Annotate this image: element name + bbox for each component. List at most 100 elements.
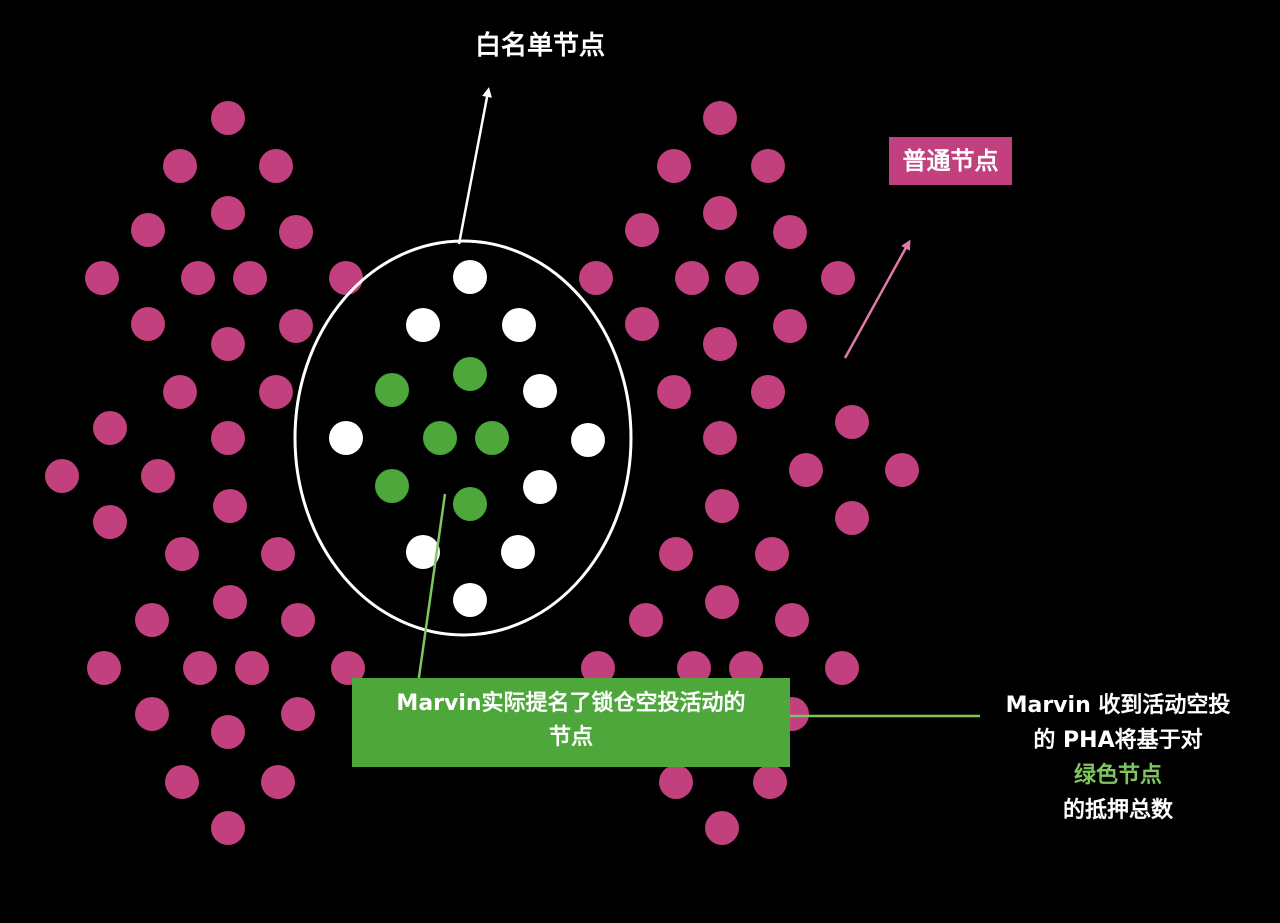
whitelist-node bbox=[406, 308, 440, 342]
normal-node bbox=[329, 261, 363, 295]
normal-node bbox=[659, 765, 693, 799]
normal-node bbox=[131, 213, 165, 247]
nominated-node bbox=[453, 357, 487, 391]
normal-node bbox=[729, 651, 763, 685]
normal-node bbox=[755, 537, 789, 571]
nominated-node bbox=[375, 469, 409, 503]
normal-node bbox=[659, 537, 693, 571]
normal-node bbox=[725, 261, 759, 295]
note-highlight-green-nodes: 绿色节点 bbox=[1073, 763, 1162, 788]
nominated-node bbox=[475, 421, 509, 455]
nominated-node bbox=[423, 421, 457, 455]
whitelist-node bbox=[453, 260, 487, 294]
nominated-box-line1: Marvin实际提名了锁仓空投活动的 bbox=[396, 691, 746, 716]
normal-node bbox=[131, 307, 165, 341]
whitelist-node bbox=[501, 535, 535, 569]
normal-node bbox=[281, 697, 315, 731]
nominated-node-box: Marvin实际提名了锁仓空投活动的 节点 bbox=[352, 678, 790, 767]
normal-node bbox=[835, 405, 869, 439]
normal-node bbox=[211, 327, 245, 361]
normal-node bbox=[773, 215, 807, 249]
normal-node bbox=[657, 149, 691, 183]
normal-node bbox=[93, 505, 127, 539]
normal-node bbox=[703, 327, 737, 361]
normal-node bbox=[87, 651, 121, 685]
normal-node bbox=[183, 651, 217, 685]
whitelist-node bbox=[406, 535, 440, 569]
normal-node bbox=[825, 651, 859, 685]
normal-node bbox=[751, 149, 785, 183]
normal-node bbox=[211, 715, 245, 749]
normal-node bbox=[625, 307, 659, 341]
normal-node bbox=[213, 585, 247, 619]
normal-node bbox=[261, 537, 295, 571]
whitelist-node bbox=[329, 421, 363, 455]
normal-node-label: 普通节点 bbox=[889, 137, 1012, 185]
whitelist-node-group bbox=[329, 260, 605, 617]
normal-node bbox=[259, 149, 293, 183]
note-line1: Marvin 收到活动空投 bbox=[1005, 693, 1231, 718]
normal-node bbox=[629, 603, 663, 637]
normal-node bbox=[773, 309, 807, 343]
whitelist-ellipse bbox=[293, 239, 633, 637]
whitelist-node bbox=[453, 583, 487, 617]
airdrop-note: Marvin 收到活动空投 的 PHA将基于对 绿色节点 的抵押总数 bbox=[980, 688, 1256, 828]
nominated-arrow bbox=[413, 493, 447, 689]
normal-node bbox=[821, 261, 855, 295]
whitelist-arrow bbox=[457, 87, 492, 245]
normal-node bbox=[135, 697, 169, 731]
normal-node bbox=[165, 537, 199, 571]
normal-node bbox=[705, 489, 739, 523]
normal-node bbox=[45, 459, 79, 493]
normal-node bbox=[789, 453, 823, 487]
nominated-box-line2: 节点 bbox=[548, 725, 593, 750]
normal-node bbox=[233, 261, 267, 295]
nominated-node bbox=[453, 487, 487, 521]
normal-node bbox=[775, 603, 809, 637]
normal-node bbox=[657, 375, 691, 409]
whitelist-node bbox=[502, 308, 536, 342]
normal-node bbox=[581, 651, 615, 685]
whitelist-node bbox=[523, 470, 557, 504]
normal-node bbox=[579, 261, 613, 295]
note-line2: 的 PHA将基于对 bbox=[1033, 728, 1203, 753]
normal-node bbox=[705, 585, 739, 619]
normal-node bbox=[141, 459, 175, 493]
normal-node bbox=[703, 101, 737, 135]
normal-node bbox=[835, 501, 869, 535]
whitelist-node-label: 白名单节点 bbox=[474, 31, 605, 61]
normal-node bbox=[281, 603, 315, 637]
normal-node bbox=[625, 213, 659, 247]
normal-node bbox=[703, 421, 737, 455]
normal-node bbox=[259, 375, 293, 409]
normal-node bbox=[331, 651, 365, 685]
normal-node bbox=[213, 489, 247, 523]
normal-node bbox=[279, 309, 313, 343]
normal-node bbox=[211, 196, 245, 230]
normal-node bbox=[703, 196, 737, 230]
whitelist-node bbox=[523, 374, 557, 408]
normal-node bbox=[181, 261, 215, 295]
note-line4: 的抵押总数 bbox=[1062, 798, 1173, 823]
normal-node bbox=[163, 149, 197, 183]
normal-node-group bbox=[45, 101, 919, 845]
normal-node bbox=[211, 421, 245, 455]
normal-node bbox=[211, 101, 245, 135]
normal-node bbox=[751, 375, 785, 409]
normal-node bbox=[235, 651, 269, 685]
normal-node bbox=[165, 765, 199, 799]
normal-node bbox=[163, 375, 197, 409]
normal-node bbox=[85, 261, 119, 295]
normal-node bbox=[211, 811, 245, 845]
normal-node-arrow bbox=[843, 239, 911, 359]
normal-node bbox=[753, 765, 787, 799]
normal-node bbox=[705, 811, 739, 845]
nominated-node bbox=[375, 373, 409, 407]
normal-node bbox=[261, 765, 295, 799]
normal-node bbox=[675, 261, 709, 295]
normal-node bbox=[93, 411, 127, 445]
normal-node bbox=[885, 453, 919, 487]
whitelist-node bbox=[571, 423, 605, 457]
normal-node bbox=[677, 651, 711, 685]
